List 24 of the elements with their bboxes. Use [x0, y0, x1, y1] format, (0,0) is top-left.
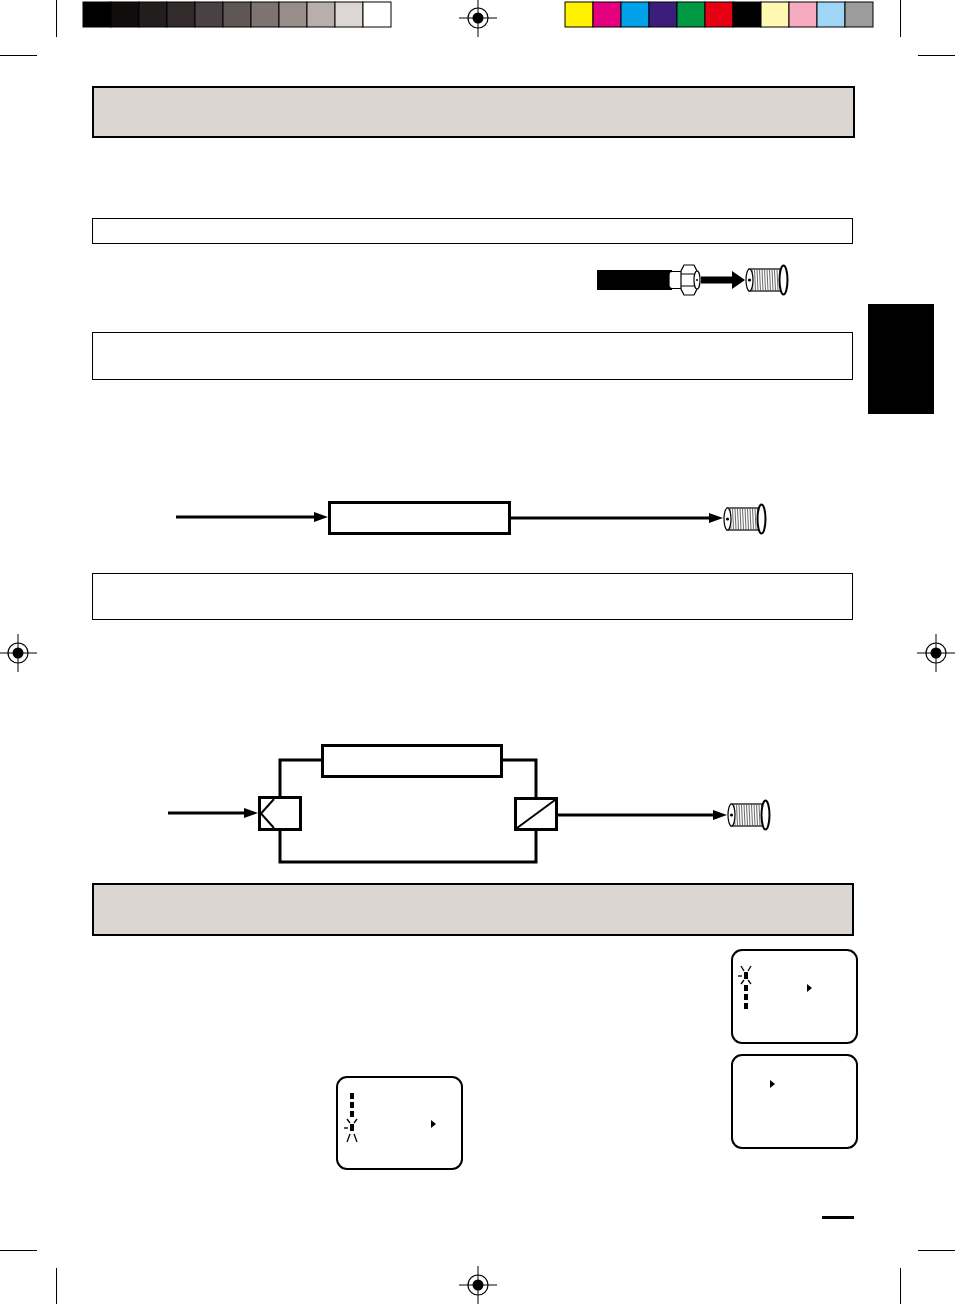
header-band: [92, 883, 854, 936]
cable-plug-icon: [597, 264, 701, 296]
side-tab: [868, 304, 934, 414]
splitter-box: [258, 796, 302, 831]
connector-line: [278, 831, 538, 864]
section-bar: [92, 218, 853, 244]
threaded-connector-icon: [745, 264, 789, 296]
arrow: [168, 808, 258, 818]
screen-display: [731, 1054, 858, 1149]
arrow: [511, 513, 723, 523]
arrow: [558, 810, 727, 820]
arrow: [176, 512, 328, 522]
screen-display: [336, 1076, 463, 1170]
connector-line: [278, 758, 321, 796]
threaded-connector-icon: [727, 799, 771, 831]
header-band: [92, 86, 855, 138]
process-box: [328, 501, 511, 535]
screen-display: [731, 949, 858, 1044]
section-bar: [92, 332, 853, 380]
connector-line: [503, 758, 538, 797]
combiner-box: [514, 797, 558, 831]
process-box: [321, 744, 503, 778]
threaded-connector-icon: [723, 503, 767, 535]
section-bar: [92, 573, 853, 620]
